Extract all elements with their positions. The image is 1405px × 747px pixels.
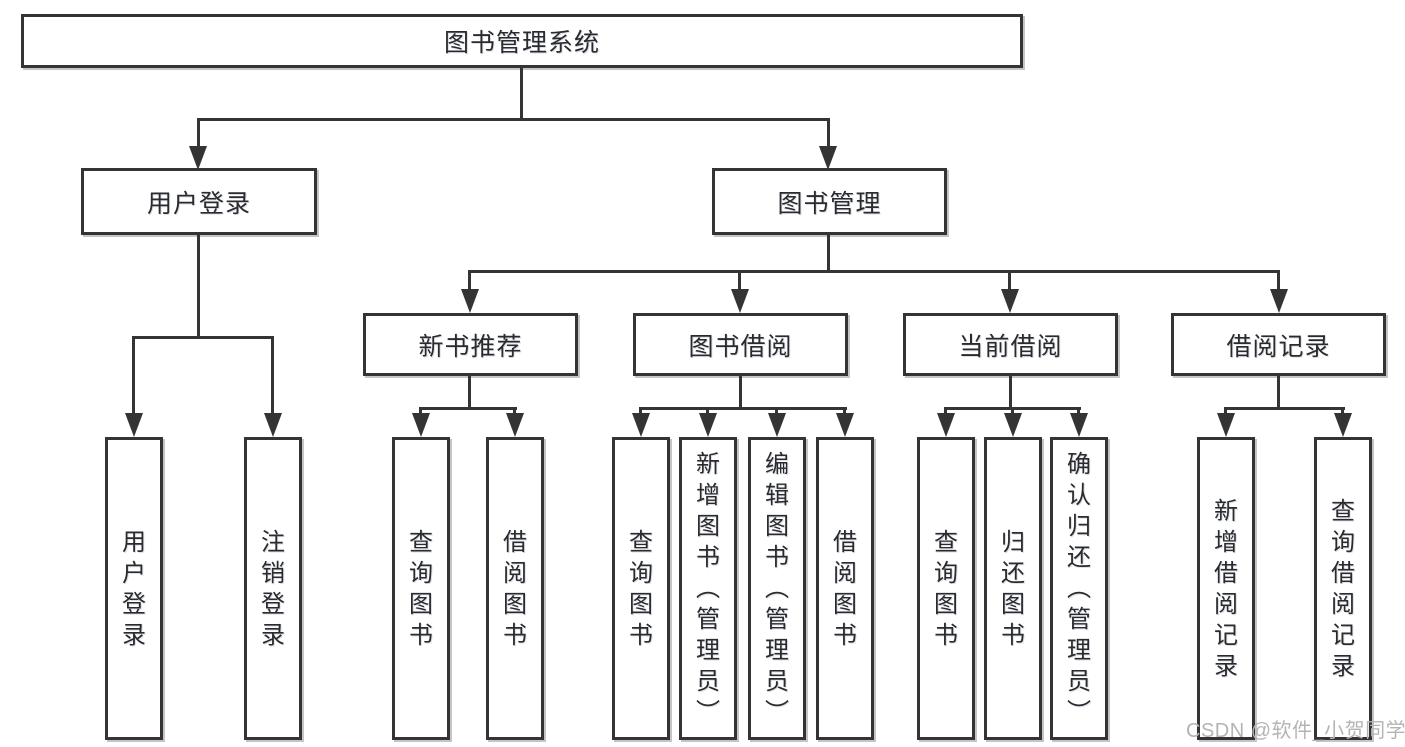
leaf-recommend-borrow-book: 借阅图书 [486,437,544,740]
arrowhead-down-icon [836,413,854,437]
arrowhead-down-icon [731,289,749,313]
edge-line [197,118,200,146]
leaf-borrow-edit-book-admin: 编辑图书︵管理员︶ [748,437,806,740]
edge-line [1224,407,1345,410]
edge-line [468,270,471,289]
arrowhead-down-icon [632,413,650,437]
edge-line [197,235,200,336]
edge-line [197,118,830,121]
node-current-borrow-label: 当前借阅 [958,332,1063,361]
edge-line [1008,270,1011,289]
node-borrow-record-label: 借阅记录 [1226,332,1331,361]
leaf-current-confirm-return-admin-label: 确认归还︵管理员︶ [1067,451,1091,726]
edge-line [706,407,709,413]
node-root-label: 图书管理系统 [443,29,600,57]
arrowhead-down-icon [189,146,207,170]
edge-line [419,407,422,413]
node-book-borrow: 图书借阅 [633,313,848,376]
leaf-borrow-edit-book-admin-label: 编辑图书︵管理员︶ [765,451,789,726]
node-new-book-recommend-label: 新书推荐 [418,332,523,361]
leaf-borrow-borrow-book-label: 借阅图书 [833,528,857,649]
node-user-login: 用户登录 [81,168,317,235]
arrowhead-down-icon [264,413,282,437]
edge-line [1224,407,1227,413]
edge-line [738,270,741,289]
edge-line [271,336,274,413]
leaf-borrow-borrow-book: 借阅图书 [816,437,874,740]
edge-line [827,235,830,270]
leaf-record-add-borrow-record-label: 新增借阅记录 [1214,497,1238,680]
edge-line [1077,407,1080,413]
node-current-borrow: 当前借阅 [903,313,1118,376]
node-book-management-label: 图书管理 [777,189,882,218]
leaf-recommend-borrow-book-label: 借阅图书 [503,528,527,649]
edge-line [1011,407,1014,413]
edge-line [775,407,778,413]
leaf-recommend-query-book-label: 查询图书 [409,528,433,649]
leaf-borrow-add-book-admin: 新增图书︵管理员︶ [679,437,737,740]
leaf-current-confirm-return-admin: 确认归还︵管理员︶ [1050,437,1108,740]
leaf-logout-label: 注销登录 [261,528,285,649]
arrowhead-down-icon [412,413,430,437]
arrowhead-down-icon [506,413,524,437]
leaf-logout: 注销登录 [244,437,302,740]
edge-line [827,118,830,146]
edge-line [843,407,846,413]
leaf-record-add-borrow-record: 新增借阅记录 [1197,437,1255,740]
arrowhead-down-icon [461,289,479,313]
edge-line [513,407,516,413]
leaf-borrow-add-book-admin-label: 新增图书︵管理员︶ [696,451,720,726]
arrowhead-down-icon [1004,413,1022,437]
arrowhead-down-icon [1217,413,1235,437]
arrowhead-down-icon [125,413,143,437]
leaf-current-query-book: 查询图书 [917,437,975,740]
arrowhead-down-icon [819,146,837,170]
edge-line [468,376,471,407]
leaf-record-query-borrow-record: 查询借阅记录 [1314,437,1372,740]
edge-line [639,407,642,413]
node-root: 图书管理系统 [21,14,1023,68]
edge-line [132,336,135,413]
leaf-borrow-query-book: 查询图书 [612,437,670,740]
leaf-current-return-book-label: 归还图书 [1001,528,1025,649]
node-user-login-label: 用户登录 [146,189,251,218]
arrowhead-down-icon [937,413,955,437]
leaf-record-query-borrow-record-label: 查询借阅记录 [1331,497,1355,680]
leaf-user-login: 用户登录 [105,437,163,740]
leaf-current-query-book-label: 查询图书 [934,528,958,649]
node-new-book-recommend: 新书推荐 [363,313,578,376]
arrowhead-down-icon [1001,289,1019,313]
arrowhead-down-icon [699,413,717,437]
leaf-current-return-book: 归还图书 [984,437,1042,740]
edge-line [1341,407,1344,413]
edge-line [468,270,1280,273]
edge-line [1277,376,1280,407]
arrowhead-down-icon [1070,413,1088,437]
edge-line [132,336,274,339]
node-book-borrow-label: 图书借阅 [688,332,793,361]
node-borrow-record: 借阅记录 [1171,313,1386,376]
edge-line [739,376,742,407]
leaf-recommend-query-book: 查询图书 [392,437,450,740]
arrowhead-down-icon [768,413,786,437]
arrowhead-down-icon [1334,413,1352,437]
edge-line [520,68,523,118]
leaf-borrow-query-book-label: 查询图书 [629,528,653,649]
watermark: CSDN @软件_小贺同学 [1186,720,1405,742]
edge-line [639,407,847,410]
edge-line [1009,376,1012,407]
arrowhead-down-icon [1270,289,1288,313]
edge-line [944,407,947,413]
edge-line [1277,270,1280,289]
edge-line [419,407,517,410]
leaf-user-login-label: 用户登录 [122,528,146,649]
node-book-management: 图书管理 [712,168,947,235]
